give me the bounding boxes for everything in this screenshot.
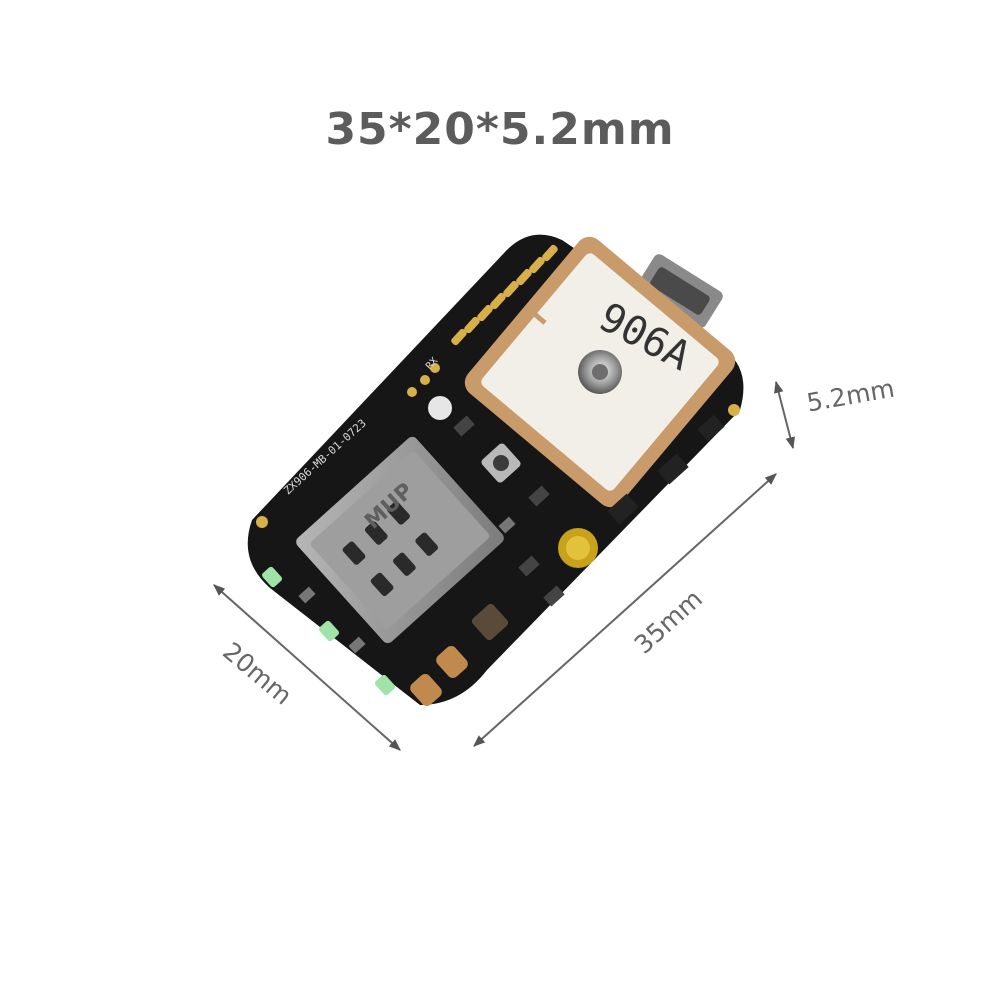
round-pad <box>428 396 452 420</box>
sim-card-holder <box>296 436 504 644</box>
dimension-line-5-2mm <box>774 380 795 450</box>
edge-pads <box>256 244 740 528</box>
status-led-2 <box>319 620 339 642</box>
dimension-line-20mm <box>213 584 401 751</box>
components <box>262 396 725 706</box>
status-led-3 <box>375 674 395 696</box>
gps-tracker-board: RX 906A MUP ZX906-MB-01-0 <box>247 234 744 706</box>
dimension-line-35mm <box>473 473 777 747</box>
gps-antenna <box>464 236 736 508</box>
height-label: 5.2mm <box>804 374 896 418</box>
dimensions-title: 35*20*5.2mm <box>325 104 675 155</box>
status-led-1 <box>262 566 282 588</box>
